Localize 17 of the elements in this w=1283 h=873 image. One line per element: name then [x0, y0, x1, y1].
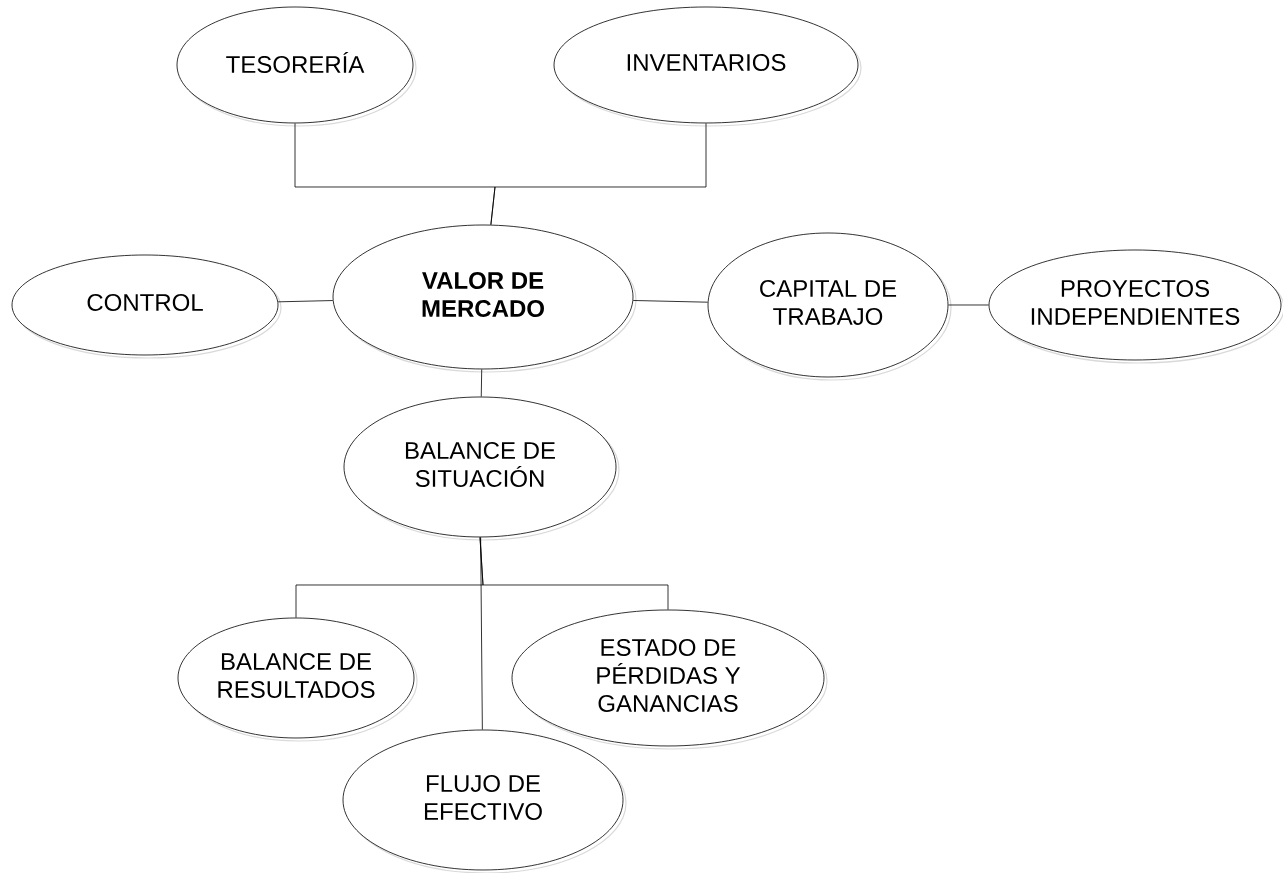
ellipse-node: ESTADO DE PÉRDIDAS Y GANANCIAS [511, 609, 828, 750]
ellipse-node: VALOR DE MERCADO [332, 224, 637, 373]
ellipse-node: FLUJO DE EFECTIVO [342, 729, 627, 873]
ellipse-node: BALANCE DE RESULTADOS [177, 617, 418, 742]
ellipse-node: TESORERÍA [176, 6, 417, 127]
connector-line [948, 304, 989, 306]
connector-line [632, 300, 709, 303]
ellipse-node: PROYECTOS INDEPENDIENTES [988, 249, 1283, 364]
ellipse-node: BALANCE DE SITUACIÓN [343, 396, 620, 541]
ellipse-node: CONTROL [11, 254, 282, 359]
connector-line [480, 537, 483, 730]
ellipse-node: INVENTARIOS [553, 6, 862, 127]
connector-line [277, 300, 334, 303]
ellipse-node: CAPITAL DE TRABAJO [707, 232, 952, 381]
connector-line [490, 123, 707, 226]
connector-line [480, 369, 483, 397]
connector-line [479, 537, 669, 610]
